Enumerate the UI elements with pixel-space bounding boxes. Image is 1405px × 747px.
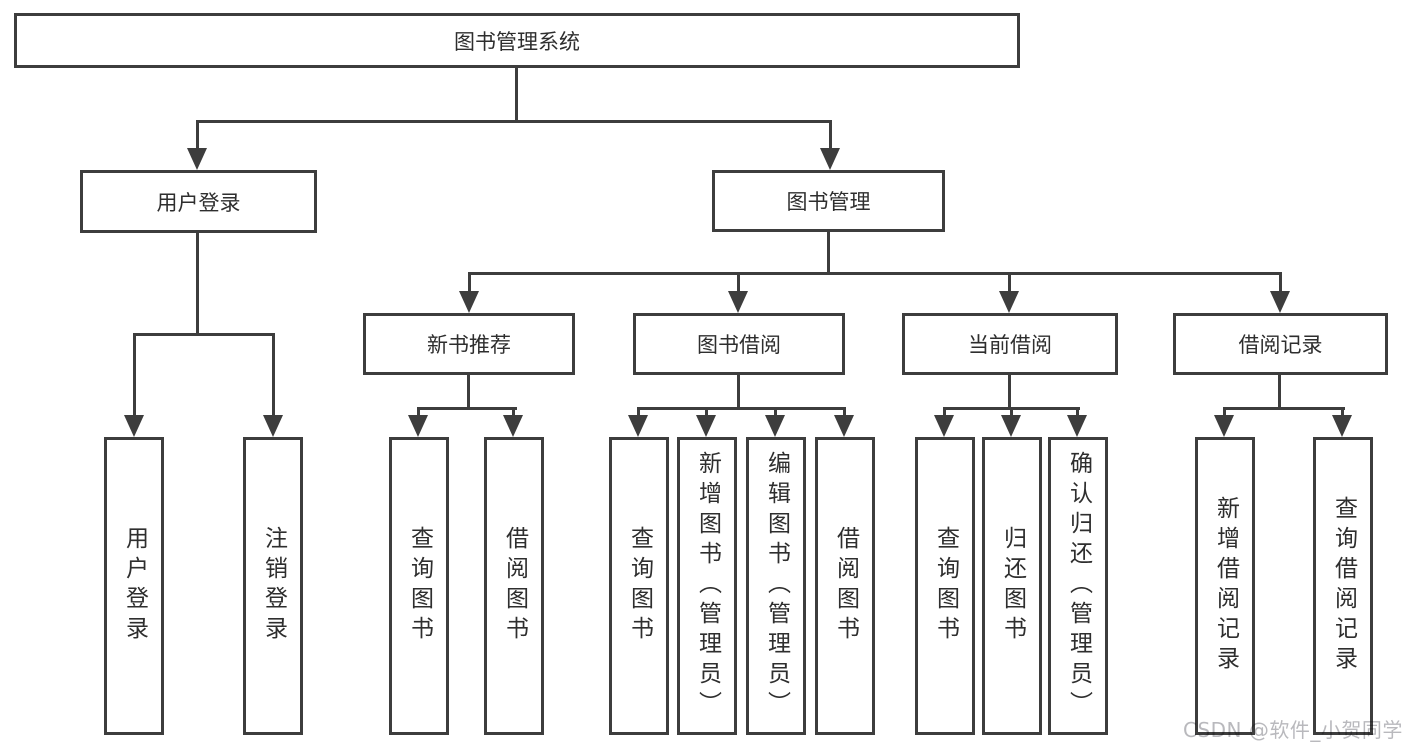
edge-drop: [737, 272, 740, 293]
edge-stem: [1278, 372, 1281, 410]
edge-bar: [1223, 407, 1345, 410]
down-arrow-icon: [187, 148, 207, 170]
edge-drop: [1341, 407, 1344, 417]
edge-drop: [417, 407, 420, 417]
node-user-login: 用户登录: [80, 170, 317, 233]
leaf-user-login: 用户登录: [104, 437, 164, 735]
down-arrow-icon: [1332, 415, 1352, 437]
down-arrow-icon: [459, 291, 479, 313]
down-arrow-icon: [820, 148, 840, 170]
edge-drop: [1223, 407, 1226, 417]
leaf-borrow-query-books: 查询图书: [609, 437, 669, 735]
edge-drop: [1279, 272, 1282, 293]
down-arrow-icon: [1001, 415, 1021, 437]
edge-drop: [133, 333, 136, 417]
node-new-book-recommend: 新书推荐: [363, 313, 575, 375]
edge-bar: [417, 407, 517, 410]
down-arrow-icon: [503, 415, 523, 437]
edge-drop: [512, 407, 515, 417]
down-arrow-icon: [1067, 415, 1087, 437]
edge-bar: [196, 120, 832, 123]
leaf-current-query-books: 查询图书: [915, 437, 975, 735]
down-arrow-icon: [728, 291, 748, 313]
edge-drop: [1010, 407, 1013, 417]
down-arrow-icon: [263, 415, 283, 437]
edge-stem: [827, 229, 830, 275]
edge-bar: [468, 272, 1282, 275]
down-arrow-icon: [408, 415, 428, 437]
edge-drop: [829, 120, 832, 152]
leaf-borrow-borrow-books: 借阅图书: [815, 437, 875, 735]
edge-stem: [515, 65, 518, 122]
down-arrow-icon: [628, 415, 648, 437]
down-arrow-icon: [1214, 415, 1234, 437]
edge-stem: [196, 230, 199, 335]
node-root: 图书管理系统: [14, 13, 1020, 68]
node-book-borrowing: 图书借阅: [633, 313, 845, 375]
edge-drop: [272, 333, 275, 417]
edge-drop: [943, 407, 946, 417]
edge-drop: [705, 407, 708, 417]
edge-drop: [637, 407, 640, 417]
edge-drop: [196, 120, 199, 152]
edge-stem: [737, 372, 740, 410]
edge-bar: [637, 407, 846, 410]
leaf-borrow-add-books-admin: 新增图书（管理员）: [677, 437, 737, 735]
edge-stem: [467, 372, 470, 410]
edge-stem: [1008, 372, 1011, 410]
down-arrow-icon: [999, 291, 1019, 313]
leaf-newbook-query-books: 查询图书: [389, 437, 449, 735]
edge-drop: [774, 407, 777, 417]
down-arrow-icon: [765, 415, 785, 437]
down-arrow-icon: [696, 415, 716, 437]
edge-drop: [1008, 272, 1011, 293]
down-arrow-icon: [934, 415, 954, 437]
edge-drop: [468, 272, 471, 293]
node-current-borrowing: 当前借阅: [902, 313, 1118, 375]
node-book-management: 图书管理: [712, 170, 945, 232]
leaf-record-add-borrow-record: 新增借阅记录: [1195, 437, 1255, 735]
csdn-watermark: CSDN @软件_小贺同学: [1183, 718, 1403, 742]
down-arrow-icon: [124, 415, 144, 437]
edge-drop: [843, 407, 846, 417]
leaf-newbook-borrow-books: 借阅图书: [484, 437, 544, 735]
down-arrow-icon: [1270, 291, 1290, 313]
leaf-logout: 注销登录: [243, 437, 303, 735]
node-borrowing-records: 借阅记录: [1173, 313, 1388, 375]
leaf-borrow-edit-books-admin: 编辑图书（管理员）: [746, 437, 806, 735]
leaf-current-return-books: 归还图书: [982, 437, 1042, 735]
leaf-record-query-borrow-record: 查询借阅记录: [1313, 437, 1373, 735]
leaf-current-confirm-return-admin: 确认归还（管理员）: [1048, 437, 1108, 735]
edge-bar: [133, 333, 275, 336]
edge-drop: [1076, 407, 1079, 417]
down-arrow-icon: [834, 415, 854, 437]
